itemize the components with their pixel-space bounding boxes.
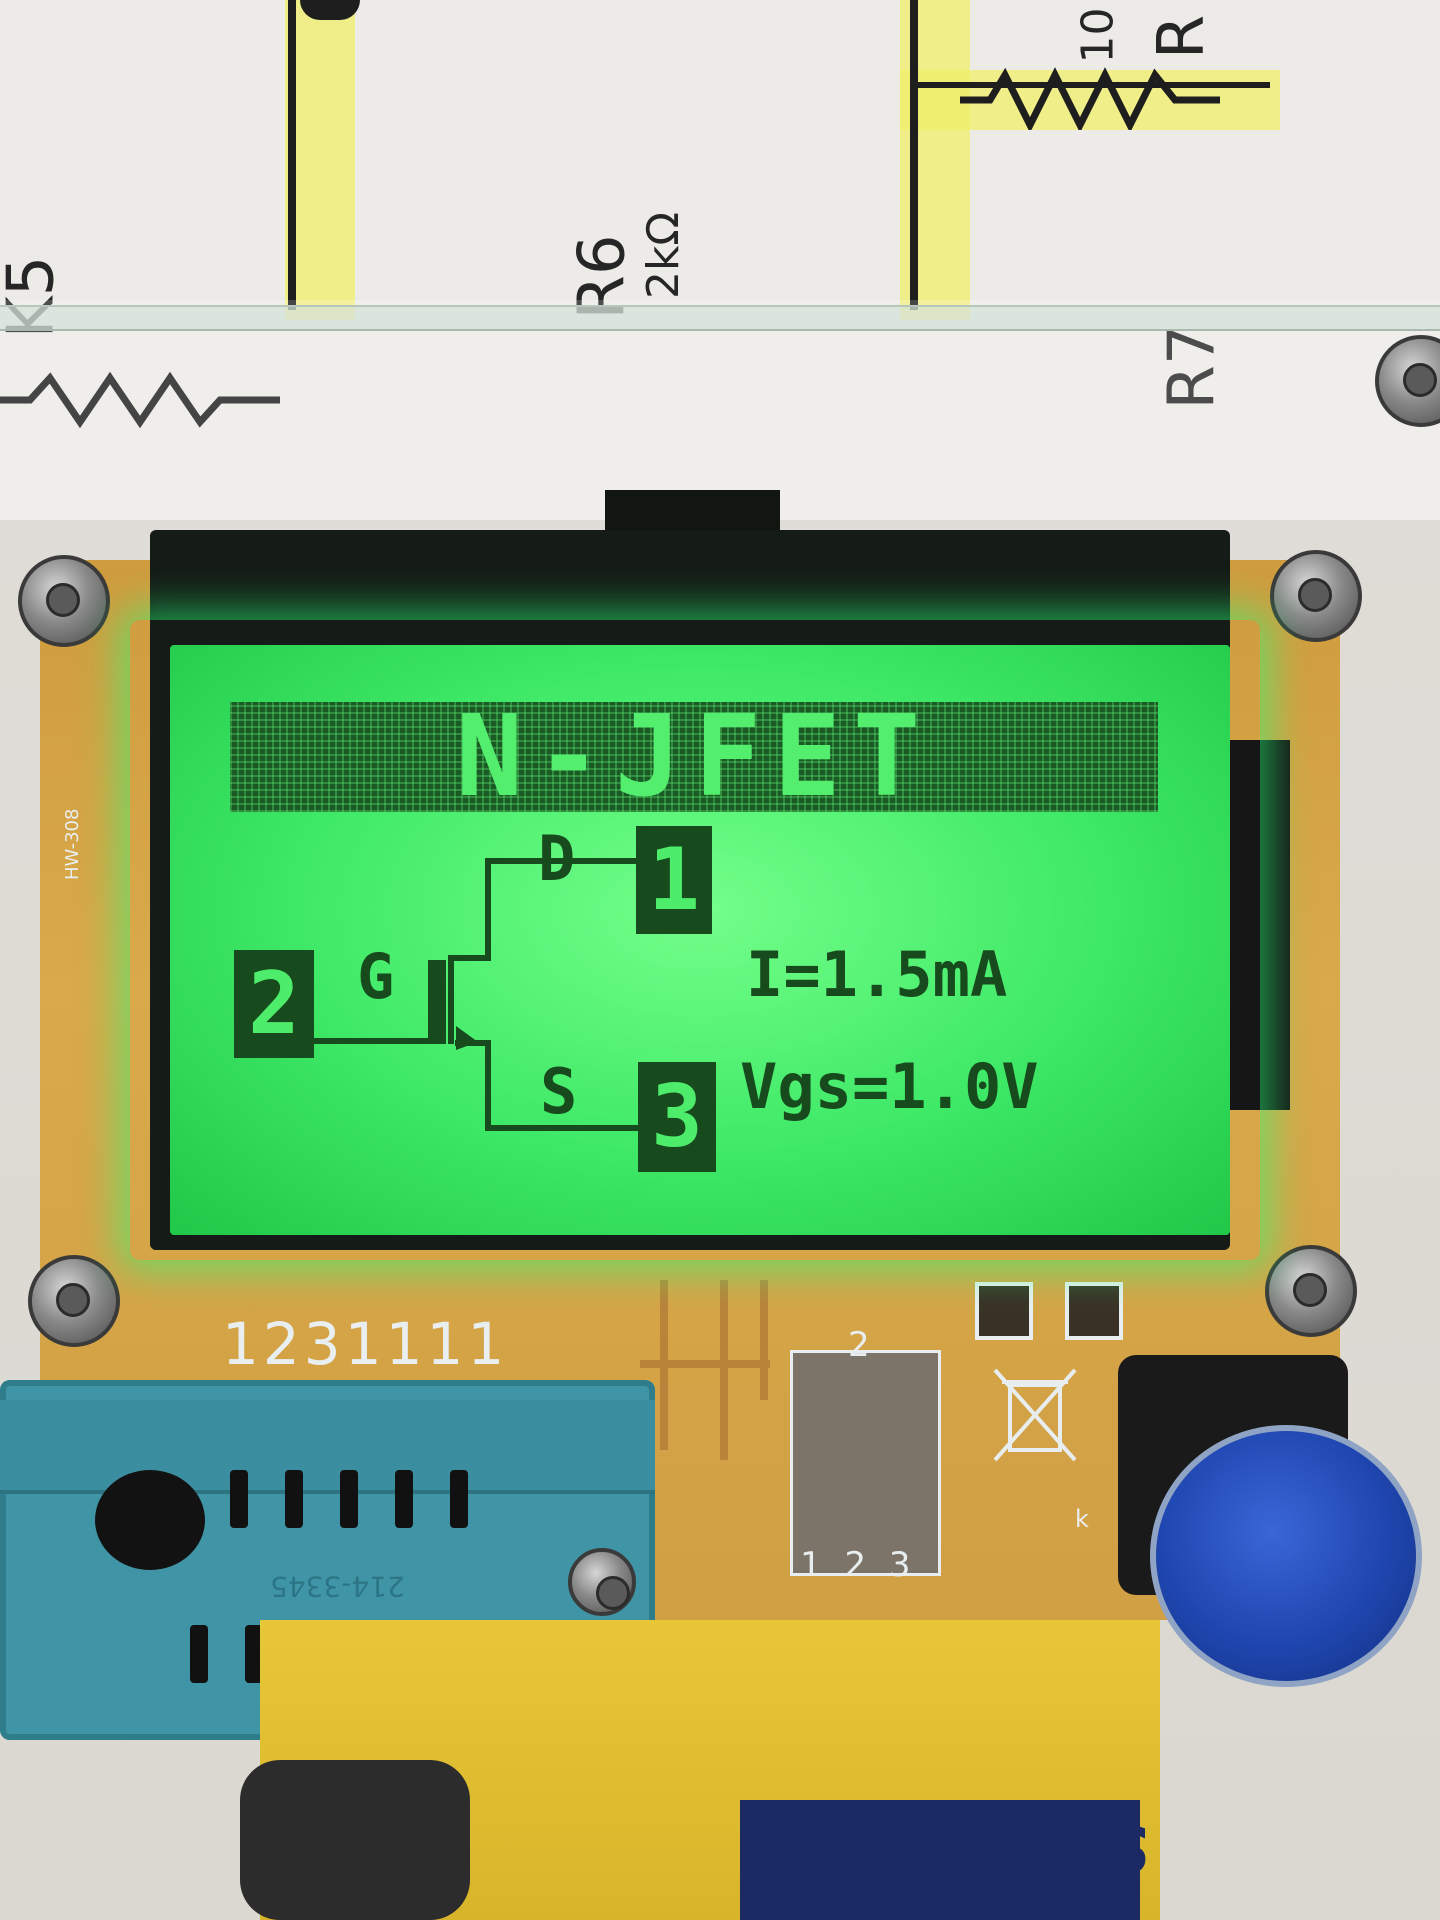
zif-lever-pivot	[95, 1470, 205, 1570]
drain-current-reading: I=1.5mA	[746, 938, 1008, 1011]
schematic-wire	[288, 0, 296, 310]
schematic-wire	[910, 82, 1270, 88]
schematic-node	[300, 0, 360, 20]
mosfet-top-pin-label: 2	[848, 1325, 870, 1365]
acrylic-top-edge	[0, 305, 1440, 331]
source-label: S	[540, 1055, 578, 1128]
gate-label: G	[357, 940, 395, 1013]
gate-pin-number: 2	[234, 950, 314, 1058]
resistor-symbol	[0, 371, 280, 429]
zif-contact	[190, 1625, 208, 1683]
test-pad	[975, 1282, 1033, 1340]
channel-bar	[448, 960, 454, 1044]
source-pin-number: 3	[638, 1062, 716, 1172]
source-wire	[485, 1040, 491, 1130]
screw	[1265, 1245, 1357, 1337]
resistor-value-10: 10	[1072, 7, 1124, 64]
screw	[28, 1255, 120, 1347]
zif-contact	[450, 1470, 468, 1528]
pcb-trace	[640, 1360, 770, 1368]
gate-bar	[428, 960, 446, 1044]
screw	[568, 1548, 636, 1616]
drain-wire	[485, 858, 491, 958]
screw	[1270, 550, 1362, 642]
zif-contact	[395, 1470, 413, 1528]
board-id-label: HW-308	[62, 808, 83, 880]
pin-number-label: 1231111	[222, 1310, 509, 1378]
resistor-value-r6: 2kΩ	[638, 211, 690, 300]
source-wire	[485, 1125, 645, 1131]
screw	[1375, 335, 1440, 427]
gate-arrow-icon	[456, 1026, 478, 1050]
lcd-title-bar	[230, 702, 1158, 812]
pcb-trace	[760, 1280, 768, 1400]
schematic-wire	[910, 0, 918, 310]
battery-clip	[240, 1760, 470, 1920]
pcb-trace	[720, 1280, 728, 1460]
drain-pin-number: 1	[636, 826, 712, 934]
drain-label: D	[538, 822, 576, 895]
test-pad	[1065, 1282, 1123, 1340]
battery-brand: SUPERLIFE	[760, 1810, 1150, 1884]
gate-voltage-reading: Vgs=1.0V	[740, 1050, 1039, 1123]
zif-socket-lever[interactable]	[0, 1400, 655, 1494]
zif-contact	[230, 1470, 248, 1528]
weee-recycle-icon	[993, 1368, 1077, 1462]
zif-contact	[245, 1625, 263, 1683]
lcd-side-connector	[1230, 740, 1290, 1110]
drain-wire	[448, 955, 491, 961]
highlight-mark	[285, 0, 355, 320]
component-type-title: N-JFET	[455, 692, 933, 822]
k-label: k	[1075, 1505, 1089, 1533]
zif-contact	[340, 1470, 358, 1528]
resistor-label-r: R	[1145, 14, 1220, 60]
socket-part-number: 214-3345	[270, 1570, 405, 1603]
zif-contact	[285, 1470, 303, 1528]
drain-wire	[485, 858, 645, 864]
screw	[18, 555, 110, 647]
battery-label-panel	[740, 1800, 1140, 1920]
mosfet-pins-label: 1 2 3	[800, 1545, 917, 1585]
resistor-symbol	[960, 67, 1220, 130]
mosfet-footprint	[790, 1350, 941, 1576]
gate-wire	[313, 1038, 433, 1044]
test-button[interactable]	[1150, 1425, 1422, 1687]
